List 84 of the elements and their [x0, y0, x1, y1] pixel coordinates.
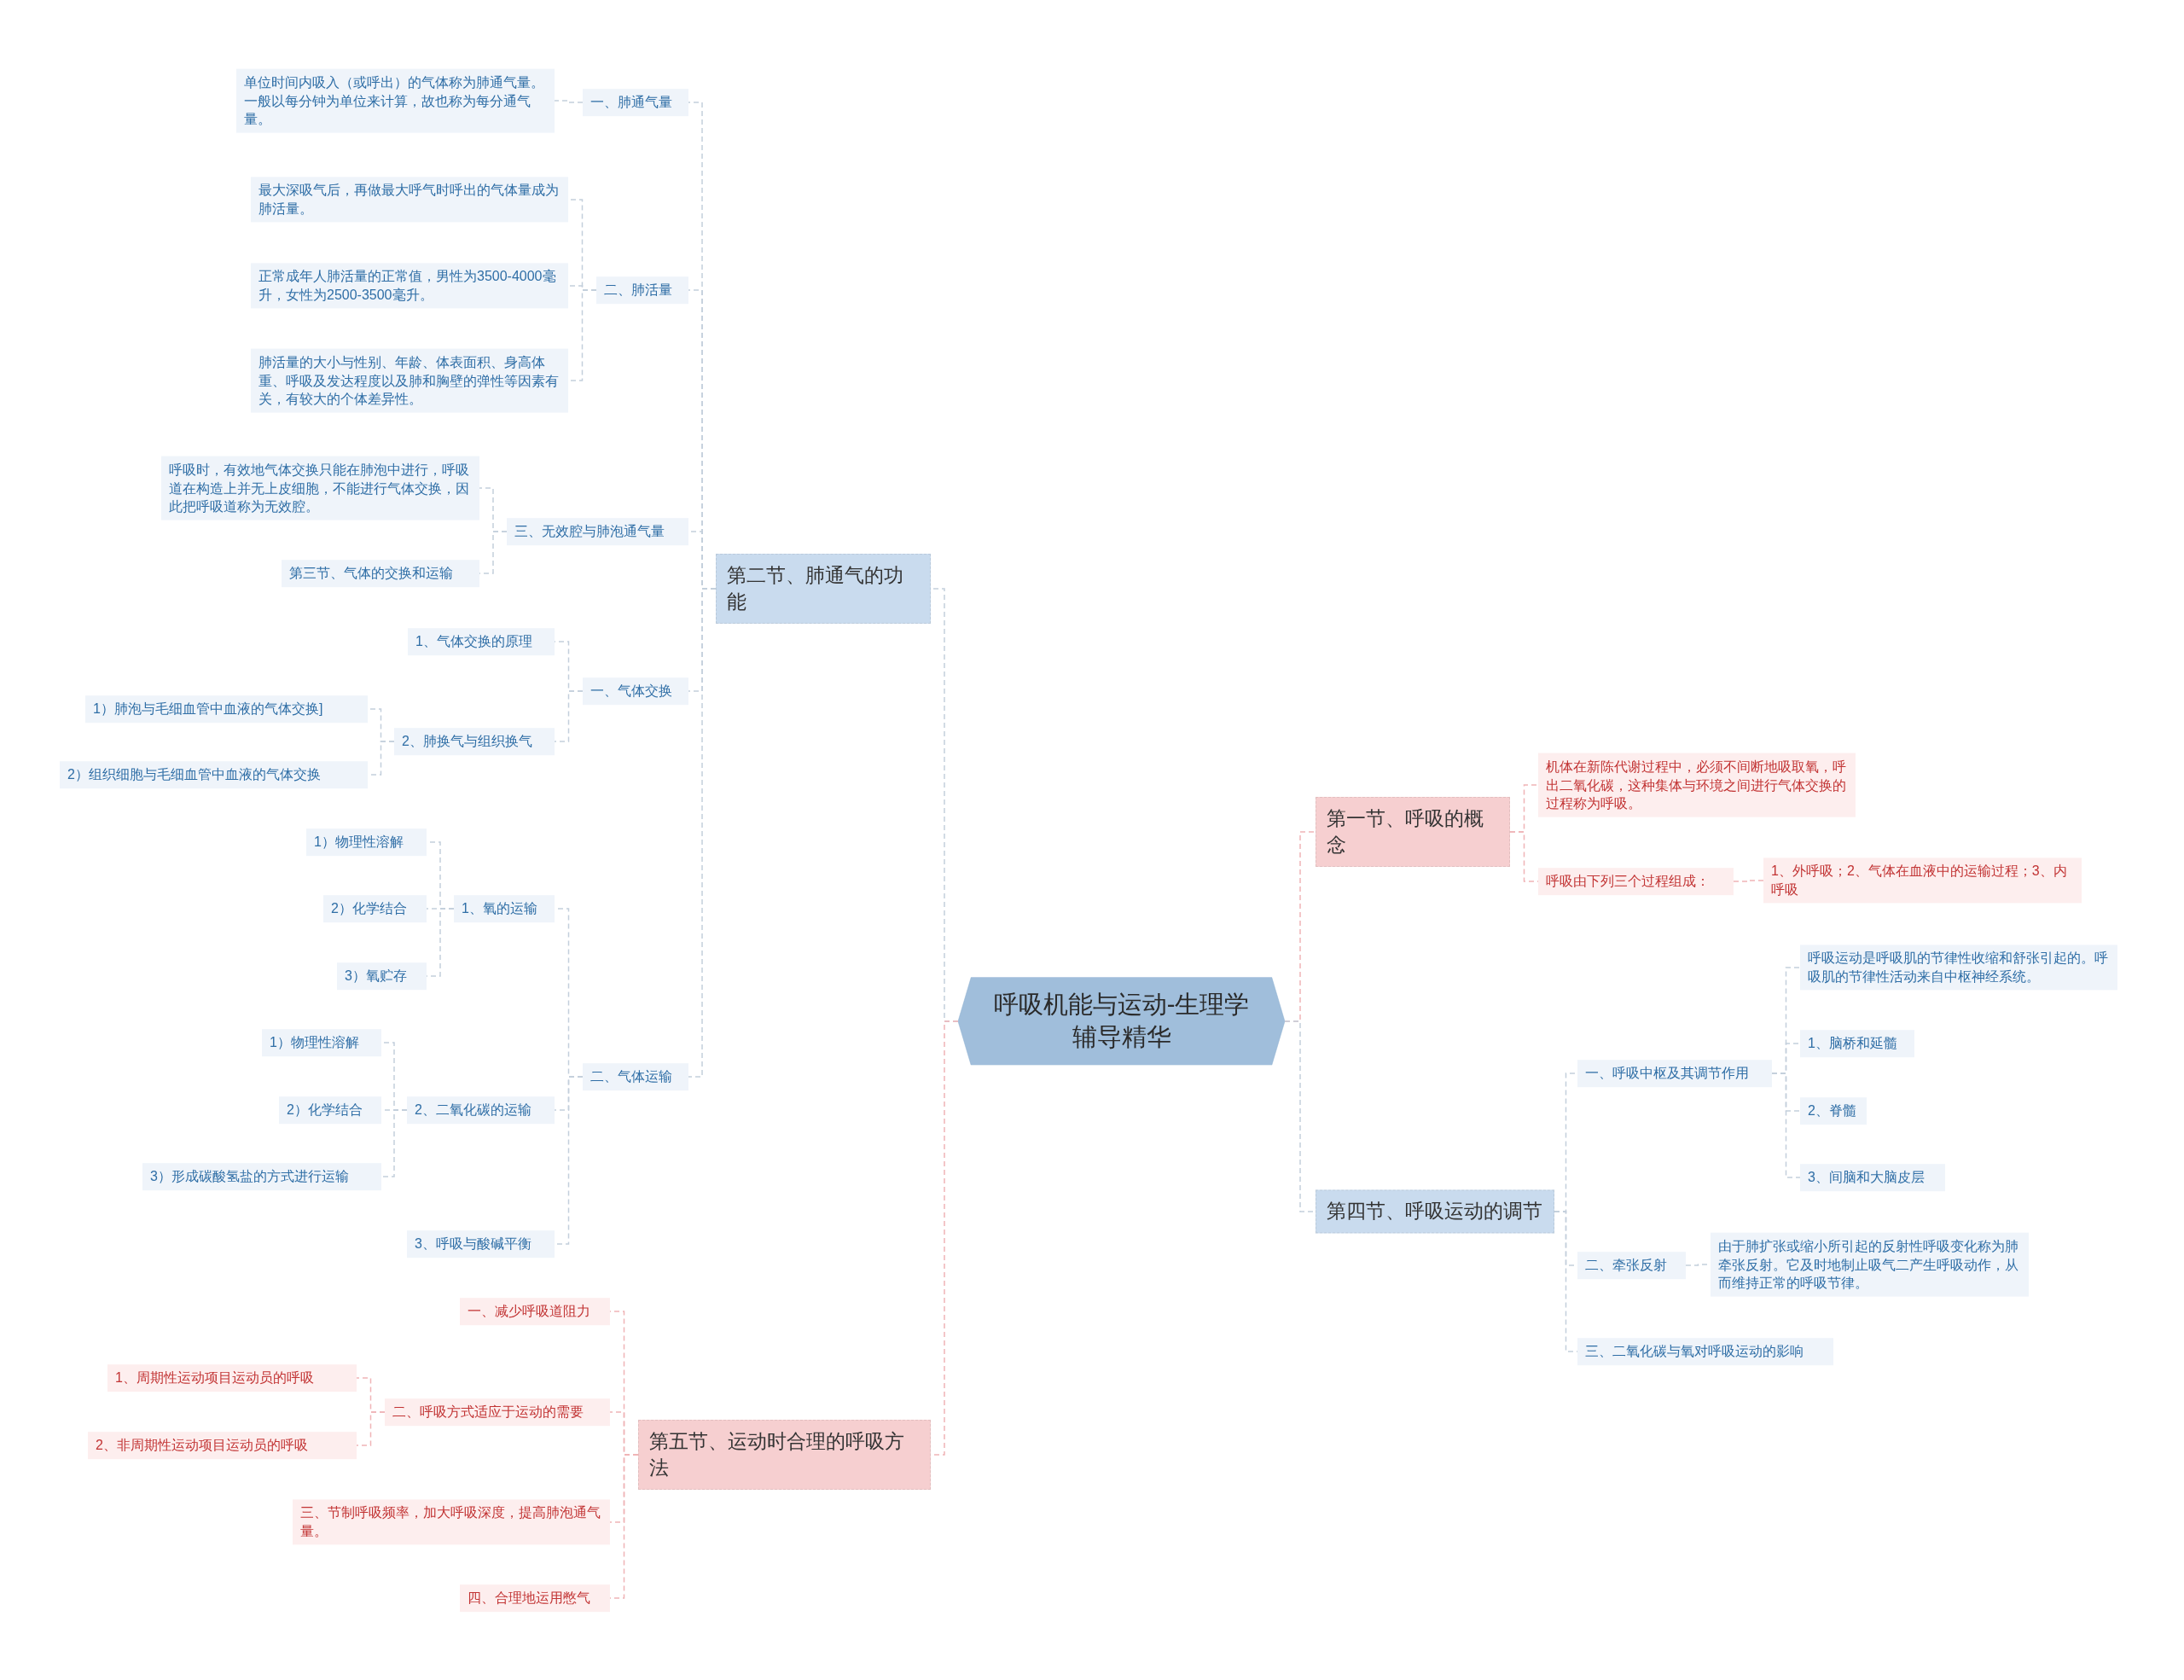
topic-text: 由于肺扩张或缩小所引起的反射性呼吸变化称为肺牵张反射。它及时地制止吸气二产生呼吸动作，从而维持正常的呼吸节律。: [1718, 1237, 2019, 1292]
topic-text: 三、无效腔与肺泡通气量: [514, 523, 665, 541]
branch-topic: [1316, 1189, 1554, 1234]
topic-text: 2、肺换气与组织换气: [402, 733, 533, 751]
subtopic-box: [1763, 857, 2082, 904]
connector-line: [554, 690, 584, 742]
branch-topic: [1316, 796, 1510, 868]
subtopic-box: [88, 1432, 357, 1459]
topic-text: 二、牵张反射: [1585, 1257, 1668, 1275]
subtopic-box: [1577, 1338, 1833, 1365]
subtopic-box: [282, 560, 479, 587]
connector-line: [554, 100, 584, 103]
topic-text: 1、外呼吸；2、气体在血液中的运输过程；3、内呼吸: [1771, 863, 2068, 898]
branch-topic: [638, 1419, 931, 1491]
topic-text: 二、肺活量: [604, 282, 673, 299]
subtopic-box: [1800, 945, 2117, 991]
subtopic-box: [1538, 868, 1734, 895]
topic-text: 1、氧的运输: [462, 900, 538, 918]
subtopic-box: [460, 1298, 610, 1325]
central-topic: [958, 977, 1285, 1066]
subtopic-box: [107, 1364, 357, 1392]
subtopic-box: [583, 677, 688, 705]
topic-text: 2）组织细胞与毛细血管中血液的气体交换: [67, 766, 322, 784]
topic-text: 呼吸时，有效地气体交换只能在肺泡中进行，呼吸道在构造上并无上皮细胞，不能进行气体交换，因此把呼吸道称为无效腔。: [169, 461, 470, 515]
topic-text: 二、呼吸方式适应于运动的需要: [392, 1404, 584, 1421]
topic-text: 3）氧贮存: [345, 968, 408, 985]
connector-line: [380, 1109, 408, 1177]
topic-text: 三、节制呼吸频率，加大呼吸深度，提高肺泡通气量。: [300, 1504, 601, 1540]
subtopic-box: [337, 962, 427, 990]
subtopic-box: [596, 276, 688, 304]
topic-text: 2、二氧化碳的运输: [415, 1102, 532, 1119]
subtopic-box: [323, 895, 427, 922]
subtopic-box: [394, 728, 555, 755]
topic-text: 最大深吸气后，再做最大呼气时呼出的气体量成为肺活量。: [258, 182, 560, 218]
subtopic-box: [507, 518, 688, 545]
topic-text: 呼吸由下列三个过程组成：: [1546, 873, 1711, 891]
topic-text: 第四节、呼吸运动的调节: [1327, 1199, 1543, 1224]
subtopic-box: [1800, 1097, 1867, 1125]
branch-topic: [716, 553, 931, 625]
topic-text: 2、非周期性运动项目运动员的呼吸: [96, 1437, 309, 1455]
connector-line: [1733, 880, 1764, 882]
topic-text: 三、二氧化碳与氧对呼吸运动的影响: [1585, 1343, 1804, 1361]
subtopic-box: [1577, 1252, 1686, 1279]
topic-text: 1、气体交换的原理: [415, 633, 533, 651]
topic-text: 2）化学结合: [331, 900, 408, 918]
topic-text: 1、脑桥和延髓: [1808, 1035, 1898, 1053]
topic-text: 正常成年人肺活量的正常值，男性为3500-4000毫升，女性为2500-3500毫升。: [258, 268, 557, 304]
topic-text: 3）形成碳酸氢盐的方式进行运输: [150, 1168, 350, 1186]
topic-text: 肺活量的大小与性别、年龄、体表面积、身高体重、呼吸及发达程度以及肺和胸壁的弹性等因素有关，有较大的个体差异性。: [258, 353, 560, 408]
subtopic-box: [460, 1584, 610, 1612]
topic-text: 3、间脑和大脑皮层: [1808, 1169, 1926, 1187]
topic-text: 1）物理性溶解: [270, 1034, 360, 1052]
subtopic-box: [293, 1499, 610, 1545]
topic-text: 2、脊髓: [1808, 1102, 1857, 1120]
subtopic-box: [236, 68, 555, 133]
topic-text: 呼吸机能与运动-生理学辅导精华: [992, 990, 1251, 1052]
topic-text: 一、减少呼吸道阻力: [468, 1303, 591, 1321]
topic-text: 第一节、呼吸的概念: [1327, 805, 1484, 857]
topic-text: 第二节、肺通气的功能: [727, 562, 904, 614]
subtopic-box: [408, 628, 555, 655]
topic-text: 呼吸运动是呼吸肌的节律性收缩和舒张引起的。呼吸肌的节律性活动来自中枢神经系统。: [1808, 950, 2109, 985]
topic-text: 1、周期性运动项目运动员的呼吸: [115, 1369, 315, 1387]
subtopic-box: [1577, 1060, 1772, 1087]
topic-text: 第三节、气体的交换和运输: [289, 565, 454, 583]
subtopic-box: [385, 1398, 610, 1426]
topic-text: 1）物理性溶解: [314, 834, 404, 852]
topic-text: 机体在新陈代谢过程中，必须不间断地吸取氧，呼出二氧化碳，这种集体与环境之间进行气体交换的过程称为呼吸。: [1546, 758, 1847, 812]
topic-text: 一、肺通气量: [590, 94, 673, 112]
topic-text: 四、合理地运用憋气: [468, 1590, 591, 1607]
subtopic-box: [583, 89, 688, 116]
topic-text: 1）肺泡与毛细血管中血液的气体交换]: [93, 700, 324, 718]
topic-text: 3、呼吸与酸碱平衡: [415, 1235, 532, 1253]
topic-text: 第五节、运动时合理的呼吸方法: [649, 1428, 905, 1480]
topic-text: 2）化学结合: [287, 1102, 363, 1119]
subtopic-box: [454, 895, 555, 922]
topic-text: 一、气体交换: [590, 683, 673, 700]
subtopic-box: [161, 456, 479, 520]
subtopic-box: [407, 1096, 555, 1124]
connector-line: [1771, 1073, 1801, 1178]
topic-text: 二、气体运输: [590, 1068, 673, 1086]
subtopic-box: [1800, 1164, 1945, 1191]
topic-text: 一、呼吸中枢及其调节作用: [1585, 1065, 1750, 1083]
subtopic-box: [583, 1063, 688, 1090]
topic-text: 单位时间内吸入（或呼出）的气体称为肺通气量。一般以每分钟为单位来计算，故也称为每分通气量。: [244, 73, 545, 128]
